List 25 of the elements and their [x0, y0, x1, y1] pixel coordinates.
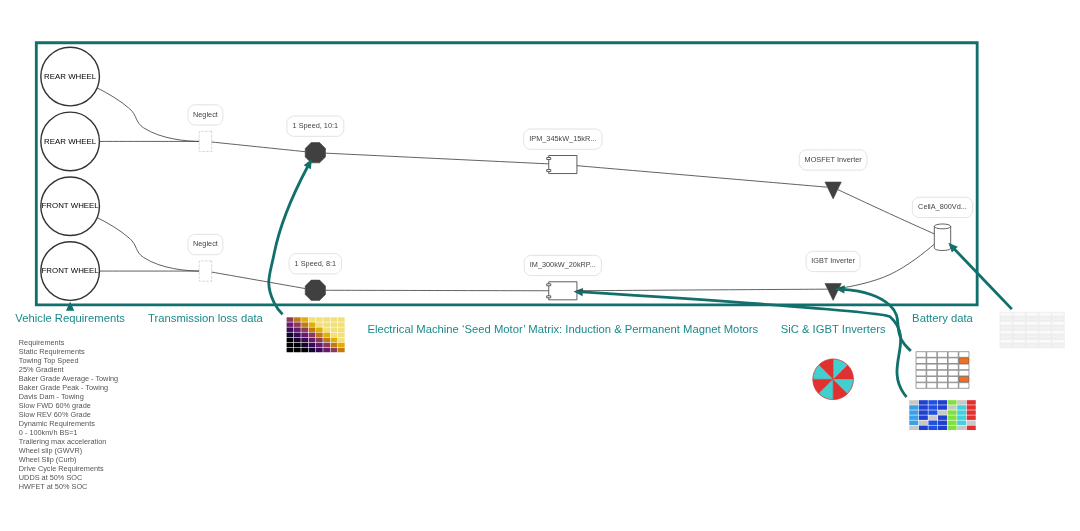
- node-text: Vehicle Requirements: [15, 311, 125, 324]
- node-text: Transmission loss data: [148, 311, 263, 324]
- node-gear: [304, 279, 326, 301]
- cluster: [34, 40, 979, 306]
- connector: [325, 152, 550, 164]
- node-text: SiC & IGBT Inverters: [780, 322, 886, 335]
- node-text: Electrical Machine ‘Seed Motor’ Matrix: Induction & Permanent Magnet Motors: [367, 322, 759, 335]
- connector: [96, 216, 200, 272]
- arrow: [948, 242, 1013, 310]
- connector: [96, 87, 200, 142]
- connector: [838, 243, 935, 289]
- arrow: [267, 158, 312, 315]
- connector: [837, 188, 935, 234]
- arrow: [835, 284, 912, 352]
- node-bolt: [824, 282, 842, 301]
- connector: [211, 271, 306, 289]
- node-clutch: [198, 130, 212, 152]
- connector: [211, 141, 306, 152]
- node-clutch: [198, 260, 212, 281]
- node-text: Battery data: [912, 311, 973, 324]
- connector: [576, 164, 828, 188]
- node-bolt: [824, 181, 842, 199]
- node-gear: [304, 141, 326, 163]
- connector: [576, 288, 828, 291]
- connector: [325, 289, 550, 291]
